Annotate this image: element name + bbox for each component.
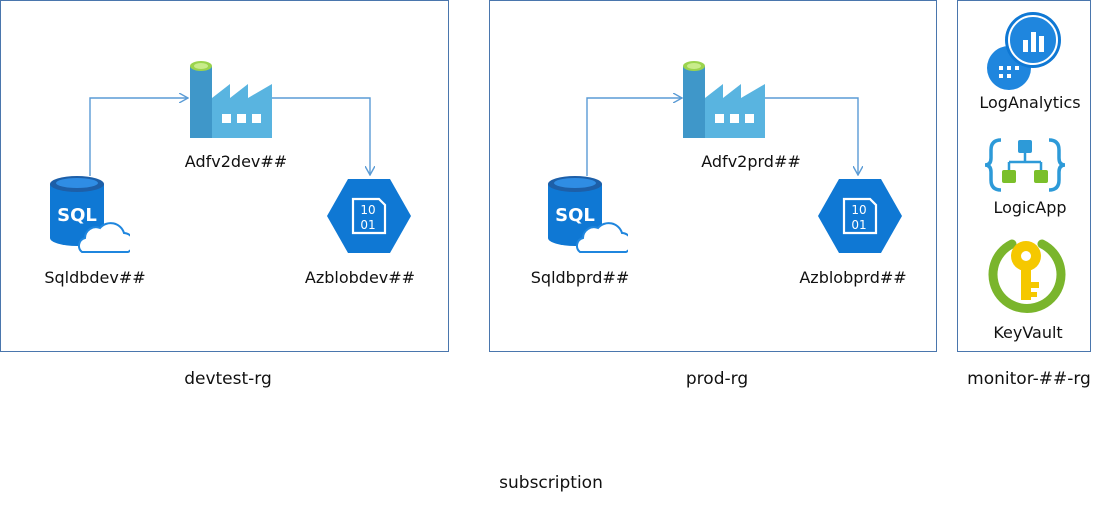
log-analytics-label: LogAnalytics	[979, 93, 1081, 112]
blob-text-bottom: 01	[360, 218, 375, 232]
key-vault-label: KeyVault	[993, 323, 1063, 342]
devtest-rg-label: devtest-rg	[184, 369, 272, 389]
data-factory-icon	[683, 61, 765, 138]
blob-text-bottom: 01	[851, 218, 866, 232]
logic-app-label: LogicApp	[993, 198, 1067, 217]
sql-database-icon: SQL	[548, 176, 628, 253]
devtest-blob-label: Azblobdev##	[304, 268, 416, 287]
devtest-adf-label: Adfv2dev##	[184, 152, 288, 171]
devtest-sql-to-adf-arrow	[89, 98, 188, 176]
prod-rg-label: prod-rg	[685, 369, 749, 389]
prod-sql-label: Sqldbprd##	[530, 268, 630, 287]
blob-storage-icon: 10 01	[327, 179, 411, 253]
prod-adf-label: Adfv2prd##	[701, 152, 801, 171]
prod-adf-to-blob-arrow	[765, 97, 858, 175]
devtest-adf-to-blob-arrow	[272, 97, 370, 175]
blob-text-top: 10	[360, 203, 375, 217]
prod-rg-box	[489, 0, 937, 352]
devtest-rg-box	[0, 0, 449, 352]
key-vault-icon	[988, 239, 1066, 314]
blob-text-top: 10	[851, 203, 866, 217]
sql-text: SQL	[57, 205, 97, 226]
log-analytics-icon	[987, 12, 1061, 90]
prod-sql-to-adf-arrow	[586, 98, 682, 176]
logic-app-icon	[985, 138, 1065, 192]
subscription-label: subscription	[499, 473, 603, 493]
blob-storage-icon: 10 01	[818, 179, 902, 253]
devtest-sql-label: Sqldbdev##	[44, 268, 146, 287]
data-factory-icon	[190, 61, 272, 138]
sql-database-icon: SQL	[50, 176, 130, 253]
monitor-rg-label: monitor-##-rg	[967, 369, 1091, 389]
sql-text: SQL	[555, 205, 595, 226]
prod-blob-label: Azblobprd##	[799, 268, 907, 287]
